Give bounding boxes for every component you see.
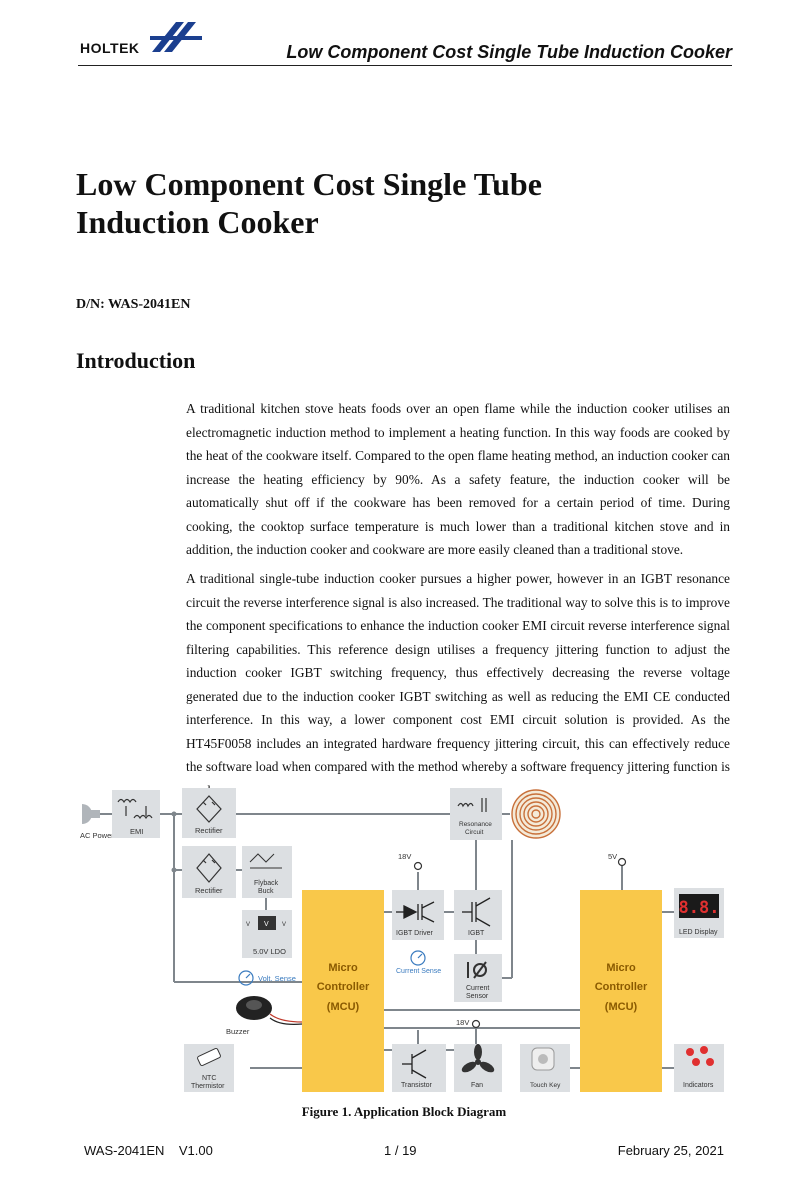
current-sense-gauge-icon <box>410 950 426 966</box>
footer-doc-version: WAS-2041EN V1.00 <box>84 1143 213 1158</box>
mcu-block-1 <box>302 890 384 1092</box>
rectifier-bridge-icon-2 <box>196 853 222 883</box>
igbt-label: IGBT <box>468 930 485 937</box>
mcu2-label-line3: (MCU) <box>605 1001 638 1013</box>
intro-paragraph-2: A traditional single-tube induction cook… <box>186 571 730 798</box>
diagram-wires <box>98 813 674 1069</box>
intro-paragraph-1: A traditional kitchen stove heats foods … <box>186 401 730 557</box>
ntc-label-line1: NTC <box>202 1075 216 1082</box>
document-number: D/N: WAS-2041EN <box>76 297 191 312</box>
volt-sense-label: Volt. Sense <box>258 974 296 983</box>
ntc-label-line2: Thermistor <box>191 1083 225 1090</box>
indicators-label: Indicators <box>683 1082 714 1089</box>
flyback-buck-icon <box>249 853 282 869</box>
emi-block <box>112 790 160 838</box>
ac-power-label: AC Power <box>80 831 114 840</box>
fan-label: Fan <box>471 1082 483 1089</box>
v18-bottom-terminal-icon <box>471 1019 481 1029</box>
igbt-driver-label: IGBT Driver <box>396 930 433 937</box>
logo-text: HOLTEK <box>80 40 140 56</box>
led-display-label: LED Display <box>679 929 718 936</box>
resonance-label-line1: Resonance <box>459 821 492 828</box>
rectifier-bridge-icon-1 <box>196 795 222 823</box>
current-sensor-label-line1: Current <box>466 985 489 992</box>
block-diagram-svg: AC Power EMI Rectifier Rectifier Flyback… <box>80 788 724 1092</box>
resonance-circuit-icon <box>457 798 487 812</box>
ldo-vout-label: V <box>282 922 286 928</box>
emi-label: EMI <box>130 827 143 836</box>
current-sensor-label-line2: Sensor <box>466 993 489 1000</box>
rectifier-label-2: Rectifier <box>195 886 223 895</box>
page-footer: WAS-2041EN V1.00 1 / 19 February 25, 202… <box>84 1143 724 1163</box>
mcu1-label-line2: Controller <box>317 981 370 993</box>
transistor-block <box>392 1044 446 1092</box>
igbt-driver-icon <box>396 901 435 923</box>
holtek-logo: HOLTEK <box>78 18 208 64</box>
document-title: Low Component Cost Single Tube Induction… <box>76 165 716 241</box>
flyback-buck-block <box>242 846 292 898</box>
fan-icon <box>461 1044 495 1073</box>
ntc-thermistor-icon <box>197 1047 221 1067</box>
header-rule <box>78 65 732 66</box>
rectifier-label-1: Rectifier <box>195 826 223 835</box>
current-sense-label: Current Sense <box>396 968 441 975</box>
v5-terminal-icon <box>617 857 627 867</box>
indicators-led-icon <box>686 1046 714 1066</box>
igbt-block <box>454 890 502 940</box>
led-digits: 8.8. <box>679 898 720 918</box>
resonance-circuit-block <box>450 788 502 840</box>
igbt-transistor-icon <box>462 897 491 927</box>
footer-date: February 25, 2021 <box>617 1143 724 1158</box>
flyback-label-line1: Flyback <box>254 880 279 887</box>
current-sensor-block <box>454 954 502 1002</box>
flyback-label-line2: Buck <box>258 888 274 895</box>
led-display-icon <box>679 894 719 918</box>
v18-top-label: 18V <box>398 852 411 861</box>
v5-label: 5V <box>608 852 617 861</box>
transistor-icon <box>402 1049 427 1079</box>
ldo-chip-icon <box>258 916 276 930</box>
ldo-vin-label: V <box>246 922 250 928</box>
touch-key-label: Touch Key <box>530 1082 561 1089</box>
mcu2-label-line2: Controller <box>595 981 648 993</box>
transistor-label: Transistor <box>401 1082 433 1089</box>
mcu-block-2 <box>580 890 662 1092</box>
page-header: HOLTEK Low Component Cost Single Tube In… <box>78 18 732 68</box>
emi-filter-icon <box>117 798 153 820</box>
induction-coil-icon <box>511 789 561 839</box>
v18-top-terminal-icon <box>413 861 423 871</box>
header-title: Low Component Cost Single Tube Induction… <box>286 42 732 62</box>
application-block-diagram: AC Power EMI Rectifier Rectifier Flyback… <box>78 782 732 1096</box>
ac-power-plug-icon <box>82 804 100 824</box>
holtek-logo-mark-icon <box>150 22 202 52</box>
volt-sense-gauge-icon <box>238 970 254 986</box>
footer-page-number: 1 / 19 <box>384 1143 417 1158</box>
buzzer-label: Buzzer <box>226 1027 250 1036</box>
wire-junctions <box>171 811 177 873</box>
mcu2-label-line1: Micro <box>606 962 636 974</box>
mcu1-label-line1: Micro <box>328 962 358 974</box>
resonance-label-line2: Circuit <box>465 829 484 836</box>
mcu1-label-line3: (MCU) <box>327 1001 360 1013</box>
figure-caption: Figure 1. Application Block Diagram <box>301 1104 507 1119</box>
ldo-chip-label: V <box>264 921 269 928</box>
document-title-line2: Induction Cooker <box>76 204 319 240</box>
section-heading-introduction: Introduction <box>76 348 196 373</box>
indicators-block <box>674 1044 724 1092</box>
v18-bottom-label: 18V <box>456 1018 469 1027</box>
document-title-line1: Low Component Cost Single Tube <box>76 166 542 202</box>
current-sensor-icon <box>467 961 487 979</box>
ldo-label: 5.0V LDO <box>253 947 286 956</box>
